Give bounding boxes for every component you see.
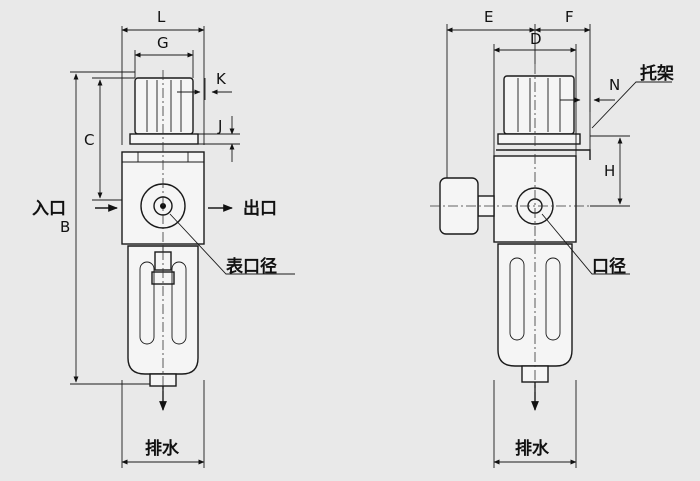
left-unit: 入口 出口 表口径 L G K J C B	[32, 8, 295, 468]
port-size-label: 口径	[592, 256, 626, 277]
dim-L: L	[157, 8, 166, 26]
dim-H: H	[604, 162, 615, 180]
inlet-label: 入口	[32, 199, 66, 219]
dim-B: B	[60, 218, 70, 236]
dim-N: N	[609, 76, 620, 94]
left-knob	[134, 77, 194, 135]
right-knob	[503, 75, 575, 135]
bracket-label: 托架	[640, 63, 674, 84]
dim-K: K	[216, 70, 227, 88]
dim-D: D	[530, 30, 542, 48]
dim-J: J	[217, 117, 222, 135]
right-locknut	[497, 133, 581, 145]
outlet-label: 出口	[243, 198, 277, 219]
drain-label-left: 排水	[145, 438, 180, 459]
dim-G: G	[157, 34, 169, 52]
dim-E: E	[484, 8, 493, 26]
left-locknut	[129, 133, 199, 145]
dim-F: F	[565, 8, 574, 26]
gauge-port-label: 表口径	[226, 256, 277, 277]
right-unit: 口径 E F D N 托架 H 排水	[430, 8, 674, 468]
dim-C: C	[84, 131, 94, 149]
drain-label-right: 排水	[515, 438, 550, 459]
